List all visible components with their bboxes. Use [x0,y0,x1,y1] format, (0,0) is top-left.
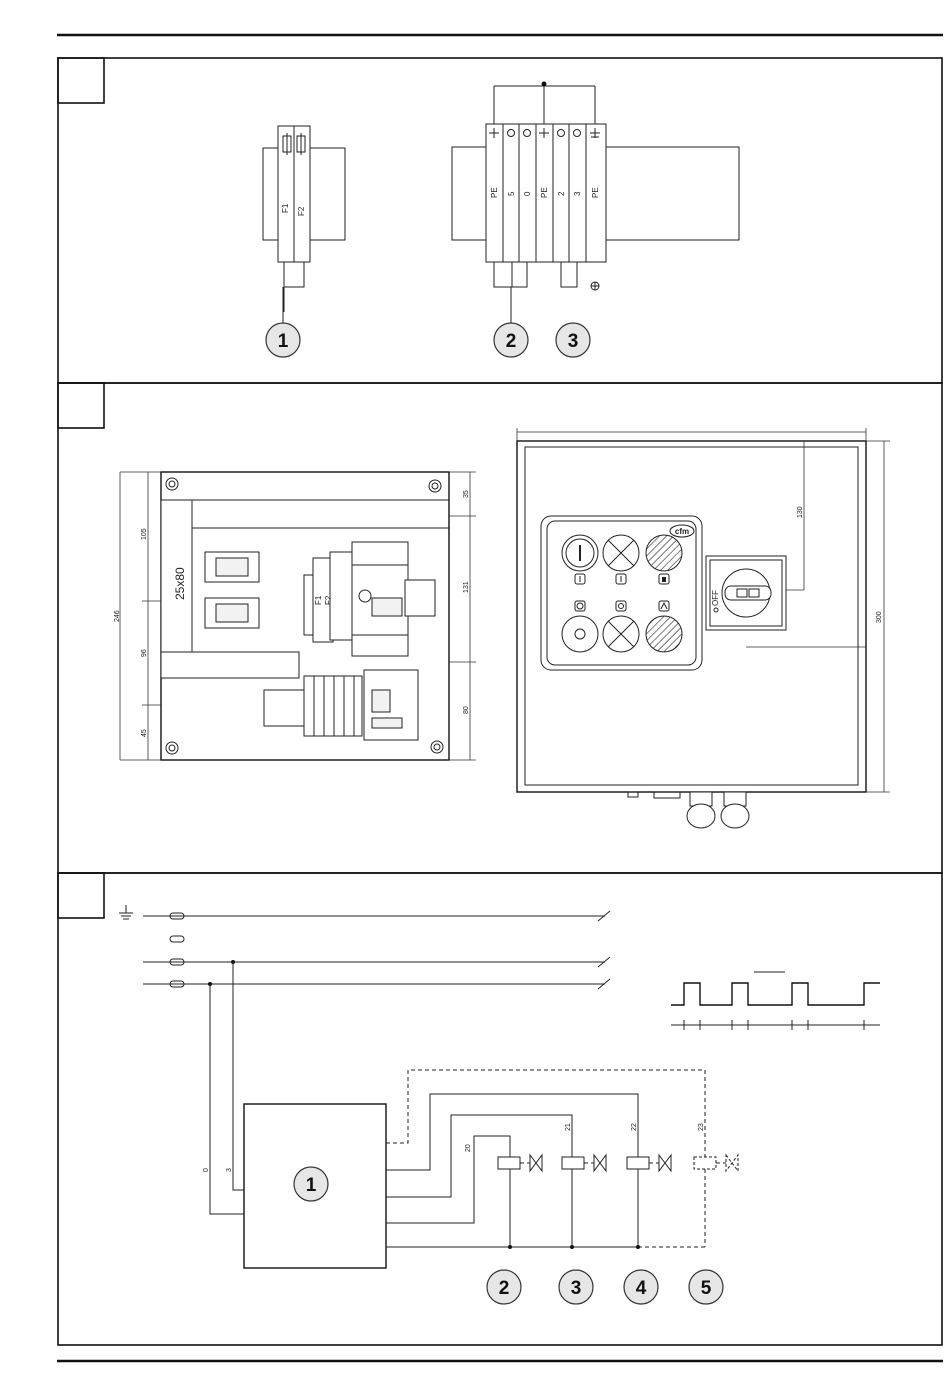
terminal-label: 5 [507,191,516,196]
wire-23: 23 [698,1123,705,1131]
svg-text:4: 4 [636,1278,647,1299]
switch-off-label: OFF [711,590,720,606]
screw-icon [431,741,443,753]
svg-text:1: 1 [278,331,289,352]
solenoid-valve-icon [498,1155,542,1247]
svg-text:1: 1 [306,1175,317,1196]
svg-text:5: 5 [701,1278,712,1299]
svg-text:2: 2 [506,331,517,352]
emergency-stop-button[interactable] [646,535,682,571]
reset-button[interactable] [562,616,598,652]
solenoid-valve-icon [562,1155,606,1247]
dim-105: 105 [141,528,148,540]
dim-131: 131 [463,581,470,593]
fuse-label-f1: F1 [281,203,290,213]
indicator-lamp-icon [603,535,639,571]
terminal-label: PE [591,187,600,198]
dim-130: 130 [797,506,804,518]
terminal-label: PE [540,187,549,198]
duct-label: 25x80 [173,567,187,600]
alarm-button[interactable] [646,616,682,652]
indicator-lamp-icon [603,616,639,652]
svg-text:3: 3 [568,331,579,352]
screw-icon [166,478,178,490]
screw-icon [429,480,441,492]
callout-2: 2 [494,323,528,357]
cable-end-icon [170,913,184,987]
start-button[interactable] [562,535,598,571]
pulse-timing-diagram [671,972,880,1030]
dim-45: 45 [141,729,148,737]
wire-20: 20 [465,1144,472,1152]
ground-symbol-icon [591,282,599,290]
wiring-diagram: 0 3 1 20 21 22 23 [119,905,880,1304]
wire-0: 0 [203,1168,210,1172]
svg-text:2: 2 [499,1278,510,1299]
earth-ground-icon [119,905,133,919]
terminal-label: 2 [557,191,566,196]
svg-text:F1: F1 [314,595,323,605]
wire-3: 3 [226,1168,233,1172]
callout-3: 3 [556,323,590,357]
dim-300: 300 [876,611,883,623]
screw-icon [166,742,178,754]
wire-21: 21 [565,1123,572,1131]
valve-callout-4: 4 [624,1270,658,1304]
callout-1: 1 [266,323,300,357]
terminal-label: PE [490,187,499,198]
svg-text:3: 3 [571,1278,582,1299]
dim-35: 35 [463,490,470,498]
terminal-strip-assembly: PE 5 0 PE 2 3 PE [452,82,739,291]
valve-callout-5: 5 [689,1270,723,1304]
cfm-logo: cfm [670,525,694,537]
wire-22: 22 [631,1123,638,1131]
dim-80: 80 [463,706,470,714]
mounting-panel: 25x80 F1 F2 [114,472,476,760]
cable-gland-icon [628,792,749,828]
valve-callout-3: 3 [559,1270,593,1304]
solenoid-valve-icon [627,1155,671,1247]
bridge-junction-dot [542,82,547,87]
controller-callout: 1 [294,1167,328,1201]
fuse-label-f2: F2 [297,206,306,216]
terminal-label: 0 [523,191,532,196]
dim-96: 96 [141,649,148,657]
terminal-row [304,676,362,736]
svg-text:cfm: cfm [675,527,689,536]
valve-callout-2: 2 [487,1270,521,1304]
terminal-label: 3 [573,191,582,196]
fuse-holder-assembly: F1 F2 [263,126,345,312]
dim-246: 246 [114,610,121,622]
optional-valve-icon [694,1155,738,1247]
control-enclosure: 300 130 cfm [517,428,890,828]
